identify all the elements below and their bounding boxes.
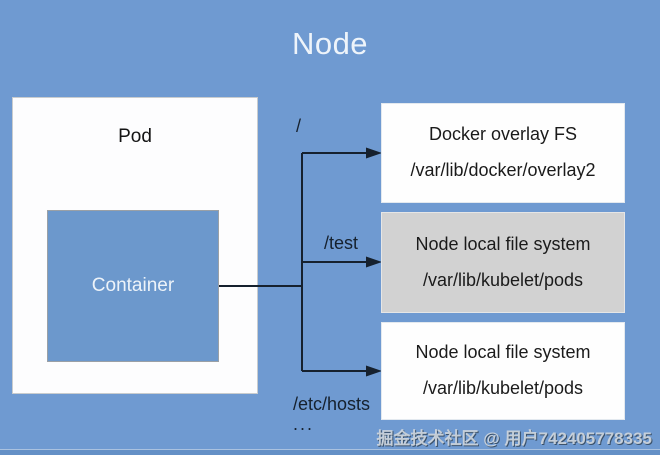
- pod-label: Pod: [118, 126, 152, 147]
- fs-box-node-local-hosts: Node local file system /var/lib/kubelet/…: [381, 322, 625, 420]
- fs-box-node-local-test: Node local file system /var/lib/kubelet/…: [381, 212, 625, 313]
- arrowhead-hosts: [366, 365, 382, 377]
- bottom-edge-strip: [0, 449, 660, 455]
- container-label: Container: [91, 275, 175, 296]
- fs-box-title: Node local file system: [415, 342, 591, 363]
- edge-label-test: /test: [324, 233, 359, 253]
- arrowhead-root: [366, 147, 382, 159]
- watermark: 掘金技术社区 @ 用户742405778335: [376, 429, 652, 448]
- edge-label-ellipsis: ...: [293, 414, 315, 434]
- fs-box-title: Docker overlay FS: [428, 124, 578, 145]
- edge-label-hosts: /etc/hosts: [293, 394, 371, 414]
- fs-box-title: Node local file system: [415, 233, 591, 254]
- fs-box-path: /var/lib/kubelet/pods: [422, 378, 584, 398]
- diagram-title: Node: [291, 26, 369, 61]
- fs-box-docker-overlay: Docker overlay FS /var/lib/docker/overla…: [381, 103, 625, 203]
- pod-box: Pod Container: [12, 97, 258, 394]
- fs-box-path: /var/lib/docker/overlay2: [410, 160, 596, 180]
- container-box: Container: [47, 210, 219, 362]
- fs-box-path: /var/lib/kubelet/pods: [422, 269, 584, 290]
- arrowhead-test: [366, 256, 382, 268]
- edge-label-root: /: [296, 116, 302, 136]
